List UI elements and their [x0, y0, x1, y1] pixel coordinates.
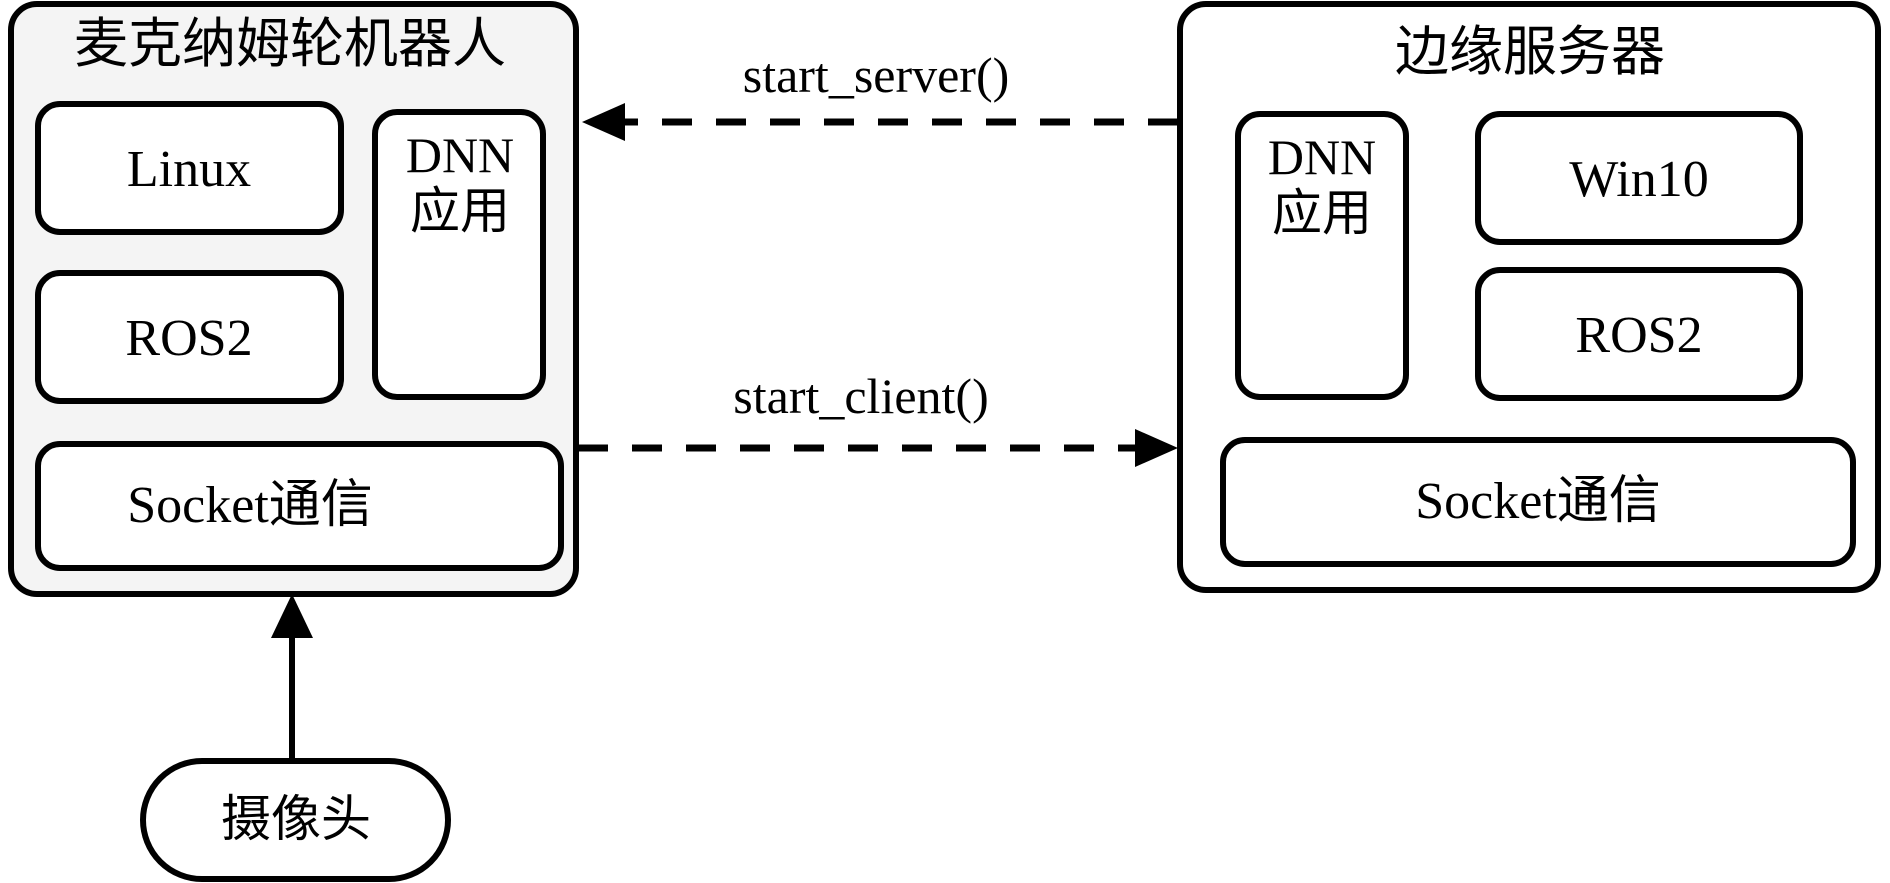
camera-node-label: 摄像头 — [221, 791, 371, 847]
robot-ros2-box-outline[interactable] — [35, 270, 344, 404]
robot-panel-title: 麦克纳姆轮机器人 — [74, 14, 506, 74]
robot-dnn-label-line2: 应用 — [409, 183, 510, 239]
camera-node-outline[interactable] — [140, 758, 451, 882]
server-ros2-label: ROS2 — [1575, 307, 1703, 364]
server-socket-label: Socket通信 — [1415, 473, 1661, 530]
robot-ros2-label: ROS2 — [125, 310, 253, 367]
robot-linux-box-outline[interactable] — [35, 101, 344, 235]
robot-dnn-label-line1: DNN — [405, 127, 515, 183]
robot-dnn-label: DNN 应用 — [406, 127, 514, 239]
robot-dnn-box-outline[interactable] — [372, 109, 546, 400]
start-client-arrowhead — [1135, 429, 1178, 467]
robot-socket-box-outline[interactable] — [35, 441, 564, 571]
start-client-edge-label: start_client() — [733, 368, 989, 424]
server-dnn-box-outline[interactable] — [1235, 111, 1409, 400]
server-panel-title: 边缘服务器 — [1395, 22, 1665, 82]
server-dnn-label-line1: DNN — [1267, 129, 1377, 185]
server-dnn-label: DNN 应用 — [1268, 129, 1376, 241]
start-server-arrowhead — [582, 103, 625, 141]
server-win10-box-outline[interactable] — [1475, 111, 1803, 245]
server-dnn-label-line2: 应用 — [1271, 185, 1372, 241]
camera-arrowhead — [271, 594, 313, 638]
robot-linux-label: Linux — [126, 141, 252, 198]
start-server-edge-label: start_server() — [742, 47, 1010, 103]
server-ros2-box-outline[interactable] — [1475, 267, 1803, 401]
server-socket-box-outline[interactable] — [1220, 437, 1856, 567]
server-win10-label: Win10 — [1569, 151, 1709, 208]
robot-socket-label: Socket通信 — [127, 477, 373, 534]
